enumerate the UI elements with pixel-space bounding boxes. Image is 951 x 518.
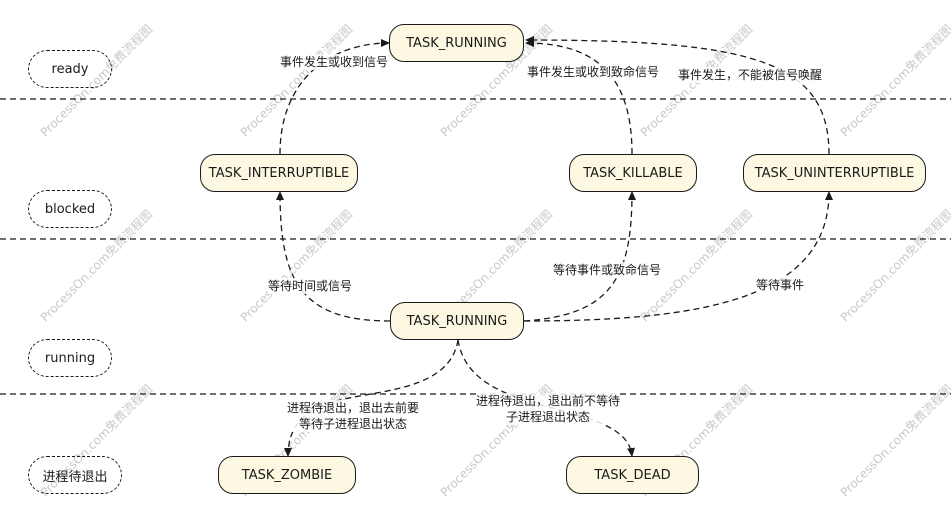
state-task-dead: TASK_DEAD (566, 456, 699, 494)
edge-wake-killable (525, 39, 633, 155)
edge-label-to-uninterruptible: 等待事件 (756, 277, 805, 293)
edge-label-to-zombie: 进程待退出，退出去前要 等待子进程退出状态 (287, 400, 420, 432)
lane-blocked: blocked (28, 190, 112, 228)
edge-to-uninterruptible (523, 191, 833, 322)
edge-label-wake-interruptible: 事件发生或收到信号 (280, 54, 389, 70)
state-task-killable: TASK_KILLABLE (569, 154, 697, 192)
edge-label-to-dead: 进程待退出，退出前不等待 子进程退出状态 (476, 393, 621, 425)
edge-label-to-interruptible: 等待时间或信号 (268, 278, 353, 294)
lane-exiting: 进程待退出 (28, 456, 122, 494)
edge-to-killable (523, 191, 636, 322)
state-task-zombie: TASK_ZOMBIE (218, 456, 356, 494)
lane-running: running (28, 339, 112, 377)
edge-to-zombie (284, 339, 459, 457)
edge-wake-uninterruptible (525, 36, 830, 155)
edge-wake-interruptible (279, 39, 390, 155)
lane-ready: ready (28, 50, 112, 88)
edge-to-interruptible (276, 191, 391, 322)
edge-label-to-killable: 等待事件或致命信号 (553, 262, 662, 278)
state-task-running-top: TASK_RUNNING (389, 24, 524, 62)
state-task-uninterruptible: TASK_UNINTERRUPTIBLE (743, 154, 926, 192)
state-task-interruptible: TASK_INTERRUPTIBLE (200, 154, 358, 192)
state-task-running-mid: TASK_RUNNING (390, 302, 524, 340)
edge-label-wake-killable: 事件发生或收到致命信号 (527, 64, 660, 80)
edge-label-wake-uninterruptible: 事件发生，不能被信号唤醒 (678, 67, 823, 83)
